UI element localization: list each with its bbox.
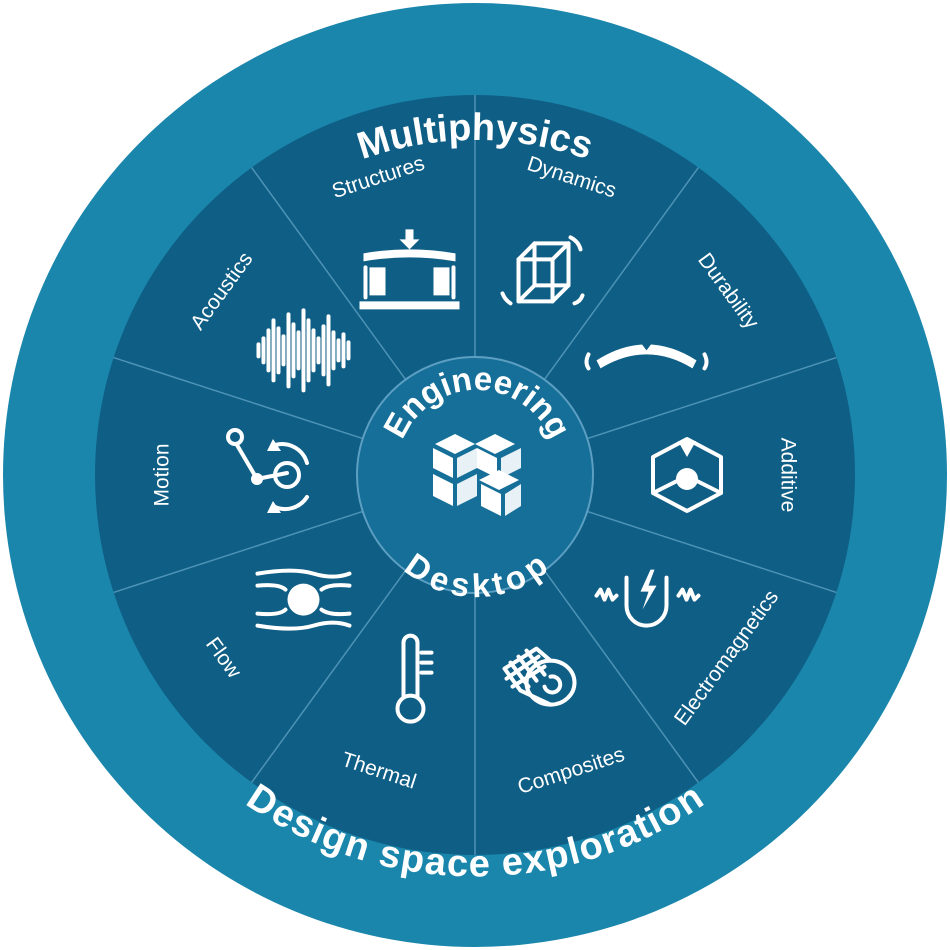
segment-divider — [113, 510, 364, 594]
segment-divider — [543, 570, 699, 783]
bending-beam-icon — [584, 342, 709, 371]
segment-label-motion: Motion — [151, 443, 174, 506]
sound-wave-icon — [256, 308, 351, 393]
fiber-roll-icon — [502, 646, 577, 707]
segment-divider — [251, 167, 407, 380]
segment-divider — [251, 570, 407, 783]
vibrating-cube-icon — [500, 235, 585, 306]
magnet-icon — [594, 569, 701, 628]
segment-label-additive: Additive — [776, 438, 799, 513]
segment-divider — [586, 356, 837, 440]
thermometer-icon — [395, 633, 434, 724]
segment-divider — [586, 510, 837, 594]
flow-sphere-icon — [255, 568, 352, 631]
linkage-icon — [226, 428, 309, 513]
segment-dividers — [113, 95, 837, 855]
segment-divider — [113, 356, 364, 440]
loaded-frame-icon — [359, 229, 460, 310]
cube-stack-icon — [433, 434, 521, 516]
segment-divider — [543, 167, 699, 380]
3d-printer-icon — [651, 437, 723, 513]
